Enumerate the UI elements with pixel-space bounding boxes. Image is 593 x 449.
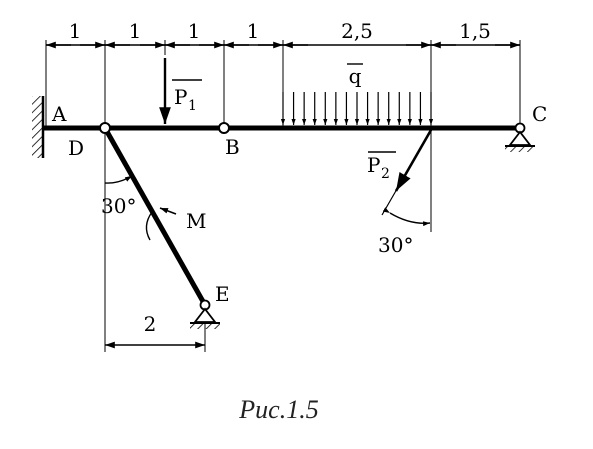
bottom-dimension: 2 [105,312,205,349]
dim-1-a: 1 [69,19,82,43]
label-p1-sub: 1 [188,98,197,114]
label-q: q [349,64,362,88]
label-p2: P [367,153,380,177]
dim-2: 2 [144,312,157,336]
label-a: A [51,102,67,126]
label-c: C [532,102,547,126]
dim-1-c: 1 [188,19,201,43]
dim-2-5: 2,5 [341,19,373,43]
label-angle-right: 30° [378,233,413,257]
force-p1: P 1 [159,58,202,124]
force-p2: P 2 30° [367,128,433,257]
label-p2-sub: 2 [381,166,390,182]
support-c [505,122,535,152]
dim-1-b: 1 [129,19,142,43]
wall-support-a [32,96,45,158]
hinge-d [99,122,111,134]
label-m: M [186,209,206,233]
label-angle-left: 30° [101,194,136,218]
label-e: E [215,282,230,306]
distributed-load-q [280,92,434,125]
dim-1-d: 1 [247,19,260,43]
dim-1-5: 1,5 [459,19,491,43]
label-b: B [225,135,240,159]
hinge-b [218,122,230,134]
label-p1: P [174,85,187,109]
support-e [190,299,220,329]
figure-caption: Рис.1.5 [238,395,318,424]
top-dimension: 1 1 1 1 2,5 1,5 [45,19,521,128]
moment-m: M [145,207,206,241]
label-d: D [68,136,84,160]
rod-de [102,126,208,307]
